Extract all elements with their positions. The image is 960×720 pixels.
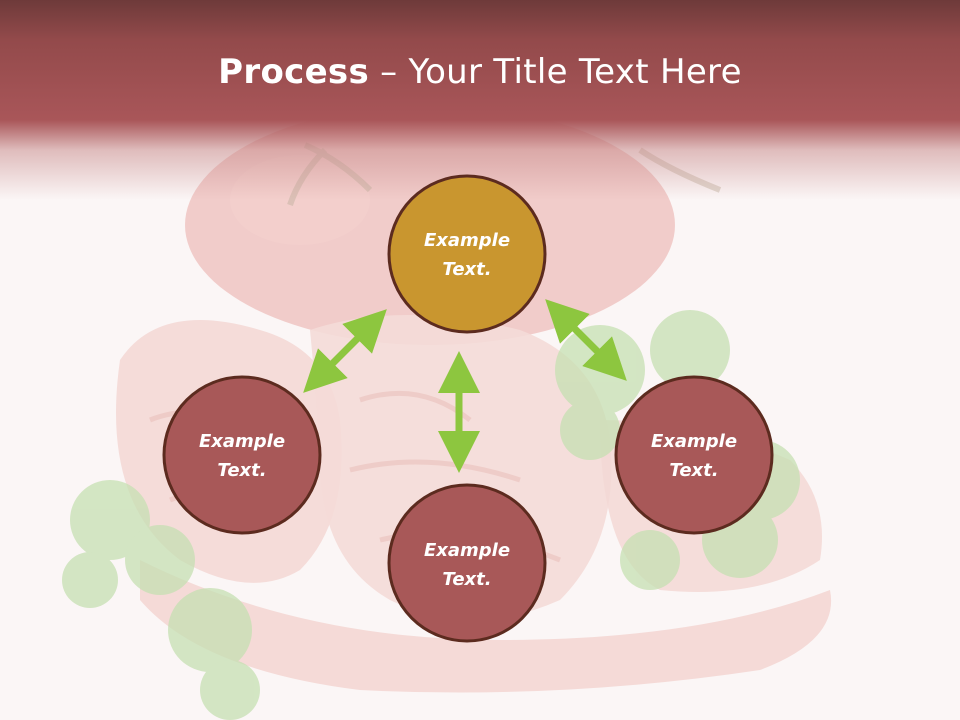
node-left-line1: Example (199, 431, 285, 452)
parsley-left (62, 480, 260, 720)
title-separator: – (369, 52, 409, 92)
node-top-line1: Example (424, 230, 510, 251)
node-bottom-line1: Example (424, 540, 510, 561)
title-bold-part: Process (218, 52, 370, 92)
node-bottom: Example Text. (387, 483, 547, 643)
node-right-line1: Example (651, 431, 737, 452)
title-rest: Your Title Text Here (408, 52, 742, 92)
node-right: Example Text. (614, 375, 774, 535)
ham-slice-bottom (140, 560, 832, 693)
arrow-top-left (303, 309, 387, 393)
arrow-top-right (545, 299, 627, 381)
slide-title: Process – Your Title Text Here (0, 52, 960, 92)
node-top: Example Text. (387, 174, 547, 334)
node-bottom-line2: Text. (442, 569, 491, 590)
node-top-line2: Text. (442, 259, 491, 280)
node-left-line2: Text. (217, 460, 266, 481)
header-band (0, 0, 960, 200)
node-right-line2: Text. (669, 460, 718, 481)
node-left: Example Text. (162, 375, 322, 535)
